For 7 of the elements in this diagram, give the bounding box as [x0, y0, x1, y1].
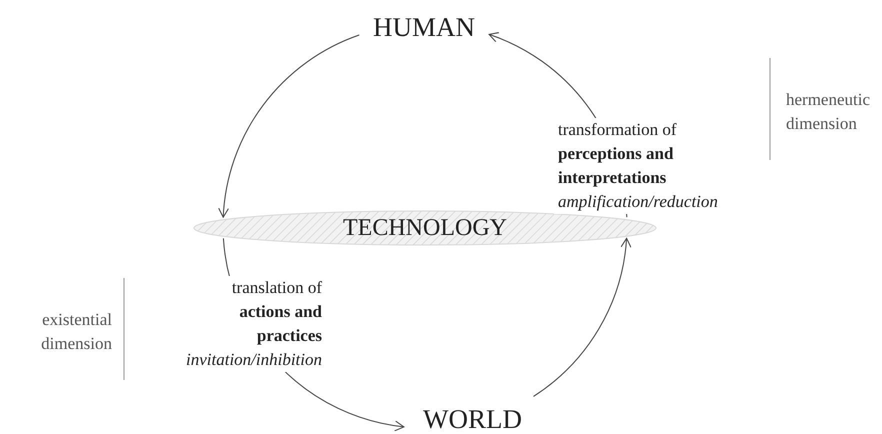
- dimension-label: existential dimension: [40, 309, 112, 355]
- arrow: [533, 238, 631, 397]
- node-label: HUMAN: [365, 8, 483, 46]
- node-label: WORLD: [410, 402, 535, 434]
- hatched-ellipse: TECHNOLOGY: [193, 210, 657, 246]
- dimension-label: hermeneutic dimension: [786, 89, 872, 135]
- arrow: [218, 34, 360, 218]
